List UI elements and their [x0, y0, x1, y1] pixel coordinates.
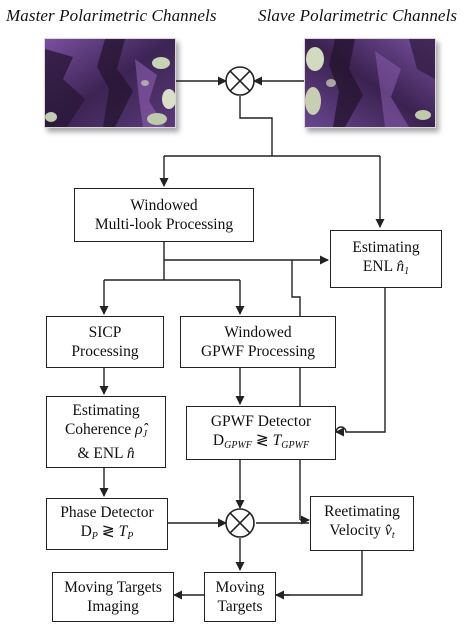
multiplier-top	[225, 66, 255, 96]
enl-estimate-box: Estimating ENL n̂1	[330, 230, 442, 288]
slave-sar-image	[304, 38, 436, 128]
phase-detector-box: Phase Detector DP ≷ TP	[46, 498, 168, 550]
multilook-processing-box: Windowed Multi-look Processing	[74, 188, 254, 242]
gpwf-detector-box: GPWF Detector DGPWF ≷ TGPWF	[186, 406, 336, 460]
velocity-line2: Velocity v̂t	[329, 522, 395, 541]
coherence-line1: Estimating	[72, 402, 140, 419]
multilook-line1: Windowed	[130, 197, 198, 214]
sicp-processing-box: SICP Processing	[46, 316, 164, 368]
phase-detector-line1: Phase Detector	[60, 503, 154, 521]
velocity-box: Reetimating Velocity v̂t	[310, 496, 414, 551]
moving-targets-box: Moving Targets	[204, 572, 276, 622]
wire-to-velocity-vertical	[291, 260, 301, 520]
imaging-line1: Moving Targets	[64, 579, 162, 596]
gpwf-processing-box: Windowed GPWF Processing	[180, 316, 336, 368]
gpwf-processing-line1: Windowed	[224, 324, 292, 341]
enl-line2: ENL n̂1	[362, 257, 410, 277]
gpwf-detector-line1: GPWF Detector	[210, 412, 312, 430]
imaging-line2: Imaging	[87, 598, 139, 615]
wire-hop	[335, 426, 350, 433]
master-channels-label: Master Polarimetric Channels	[6, 6, 217, 25]
coherence-line3: & ENL n̂	[77, 445, 135, 462]
moving-targets-line1: Moving	[215, 579, 265, 596]
slave-channels-label: Slave Polarimetric Channels	[258, 6, 458, 25]
enl-line1: Estimating	[352, 238, 420, 256]
wire-velocity-down	[276, 551, 363, 596]
phase-detector-line2: DP ≷ TP	[80, 522, 134, 542]
gpwf-processing-line2: GPWF Processing	[200, 343, 316, 360]
wire-enl-to-gpwf-detector-a	[350, 288, 386, 433]
wire-multiplier-down	[239, 96, 273, 156]
sicp-line1: SICP	[88, 324, 122, 341]
master-sar-image	[44, 38, 176, 128]
moving-targets-line2: Targets	[217, 598, 263, 615]
coherence-estimate-box: Estimating Coherence ρ̂J & ENL n̂	[46, 396, 166, 468]
multiplier-bottom	[225, 508, 255, 538]
multilook-line2: Multi-look Processing	[94, 216, 234, 233]
gpwf-detector-line2: DGPWF ≷ TGPWF	[212, 431, 310, 451]
sicp-line2: Processing	[71, 343, 139, 360]
velocity-line1: Reetimating	[324, 503, 400, 520]
moving-targets-imaging-box: Moving Targets Imaging	[52, 572, 174, 622]
coherence-line2: Coherence ρ̂J	[64, 421, 148, 440]
